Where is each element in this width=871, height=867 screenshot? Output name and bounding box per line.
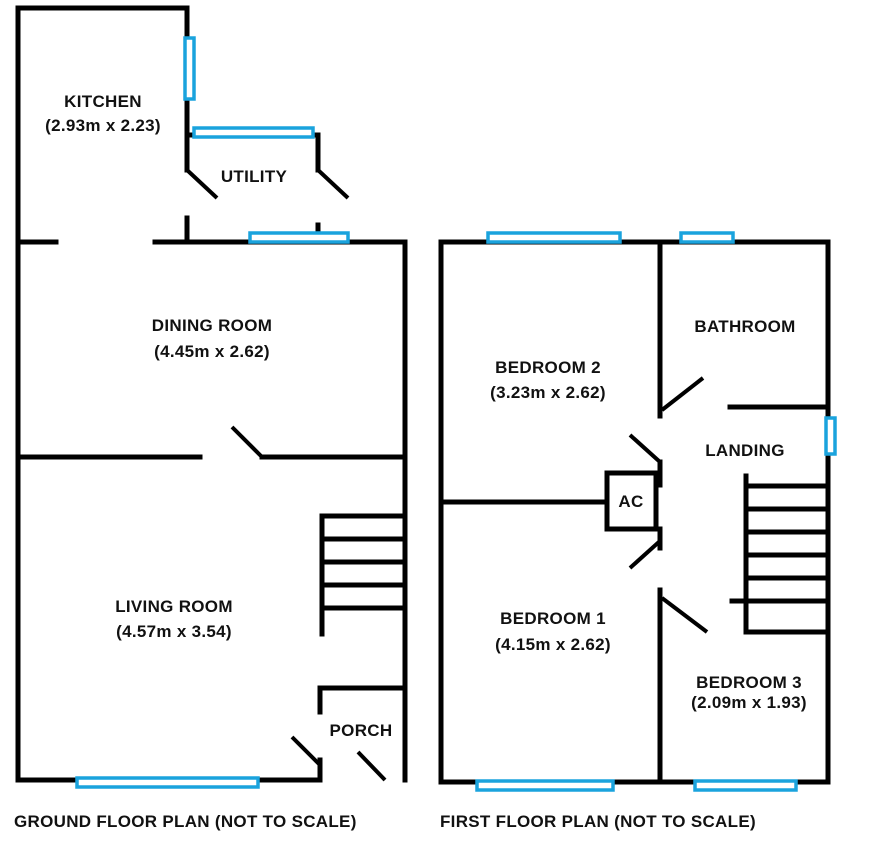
porch-front-door — [356, 750, 387, 782]
first-floor-plan: BEDROOM 2 (3.23m x 2.62) BATHROOM LANDIN… — [438, 231, 837, 831]
bedroom-3-label: BEDROOM 3 — [696, 673, 802, 692]
bedroom2-window — [486, 231, 622, 244]
bedroom3-door — [660, 596, 709, 634]
ground-floor-windows — [75, 36, 350, 789]
porch-label: PORCH — [330, 721, 393, 740]
bedroom-1-label: BEDROOM 1 — [500, 609, 606, 628]
bedroom-2-size: (3.23m x 2.62) — [490, 383, 606, 402]
ground-floor-doors — [185, 168, 387, 782]
ac-label: AC — [618, 492, 643, 511]
ground-floor-labels: KITCHEN (2.93m x 2.23) UTILITY DINING RO… — [14, 92, 392, 831]
dining-living-door — [230, 425, 264, 459]
bathroom-door — [660, 376, 705, 412]
bedroom1-door — [628, 539, 662, 570]
porch-inner-door — [290, 735, 322, 767]
living-window — [75, 776, 260, 789]
utility-door-right — [316, 168, 350, 200]
bedroom-3-size: (2.09m x 1.93) — [691, 693, 807, 712]
first-floor-stairs — [729, 473, 831, 635]
dining-room-size: (4.45m x 2.62) — [154, 342, 270, 361]
first-floor-doors — [628, 376, 709, 634]
utility-window — [192, 126, 315, 139]
dining-window — [248, 231, 350, 244]
bedroom1-window — [475, 779, 615, 792]
ac-cupboard — [604, 470, 659, 532]
ground-floor-plan: KITCHEN (2.93m x 2.23) UTILITY DINING RO… — [14, 5, 408, 831]
first-floor-caption: FIRST FLOOR PLAN (NOT TO SCALE) — [440, 812, 756, 831]
bedroom-1-size: (4.15m x 2.62) — [495, 635, 611, 654]
utility-label: UTILITY — [221, 167, 288, 186]
bathroom-label: BATHROOM — [694, 317, 795, 336]
bedroom3-window — [693, 779, 798, 792]
utility-door-left — [185, 168, 219, 200]
kitchen-window — [183, 36, 196, 101]
first-floor-walls — [438, 239, 831, 785]
first-floor-outline — [438, 239, 831, 785]
dining-room-label: DINING ROOM — [152, 316, 272, 335]
ground-floor-stairs — [319, 513, 408, 637]
first-floor-windows — [475, 231, 837, 792]
bedroom-2-label: BEDROOM 2 — [495, 358, 601, 377]
bathroom-window — [679, 231, 735, 244]
living-room-size: (4.57m x 3.54) — [116, 622, 232, 641]
first-floor-labels: BEDROOM 2 (3.23m x 2.62) BATHROOM LANDIN… — [440, 317, 807, 831]
living-room-label: LIVING ROOM — [115, 597, 233, 616]
ground-floor-caption: GROUND FLOOR PLAN (NOT TO SCALE) — [14, 812, 357, 831]
bedroom2-door — [628, 433, 662, 464]
kitchen-label: KITCHEN — [64, 92, 142, 111]
landing-label: LANDING — [705, 441, 785, 460]
kitchen-size: (2.93m x 2.23) — [45, 116, 161, 135]
landing-window — [824, 416, 837, 456]
